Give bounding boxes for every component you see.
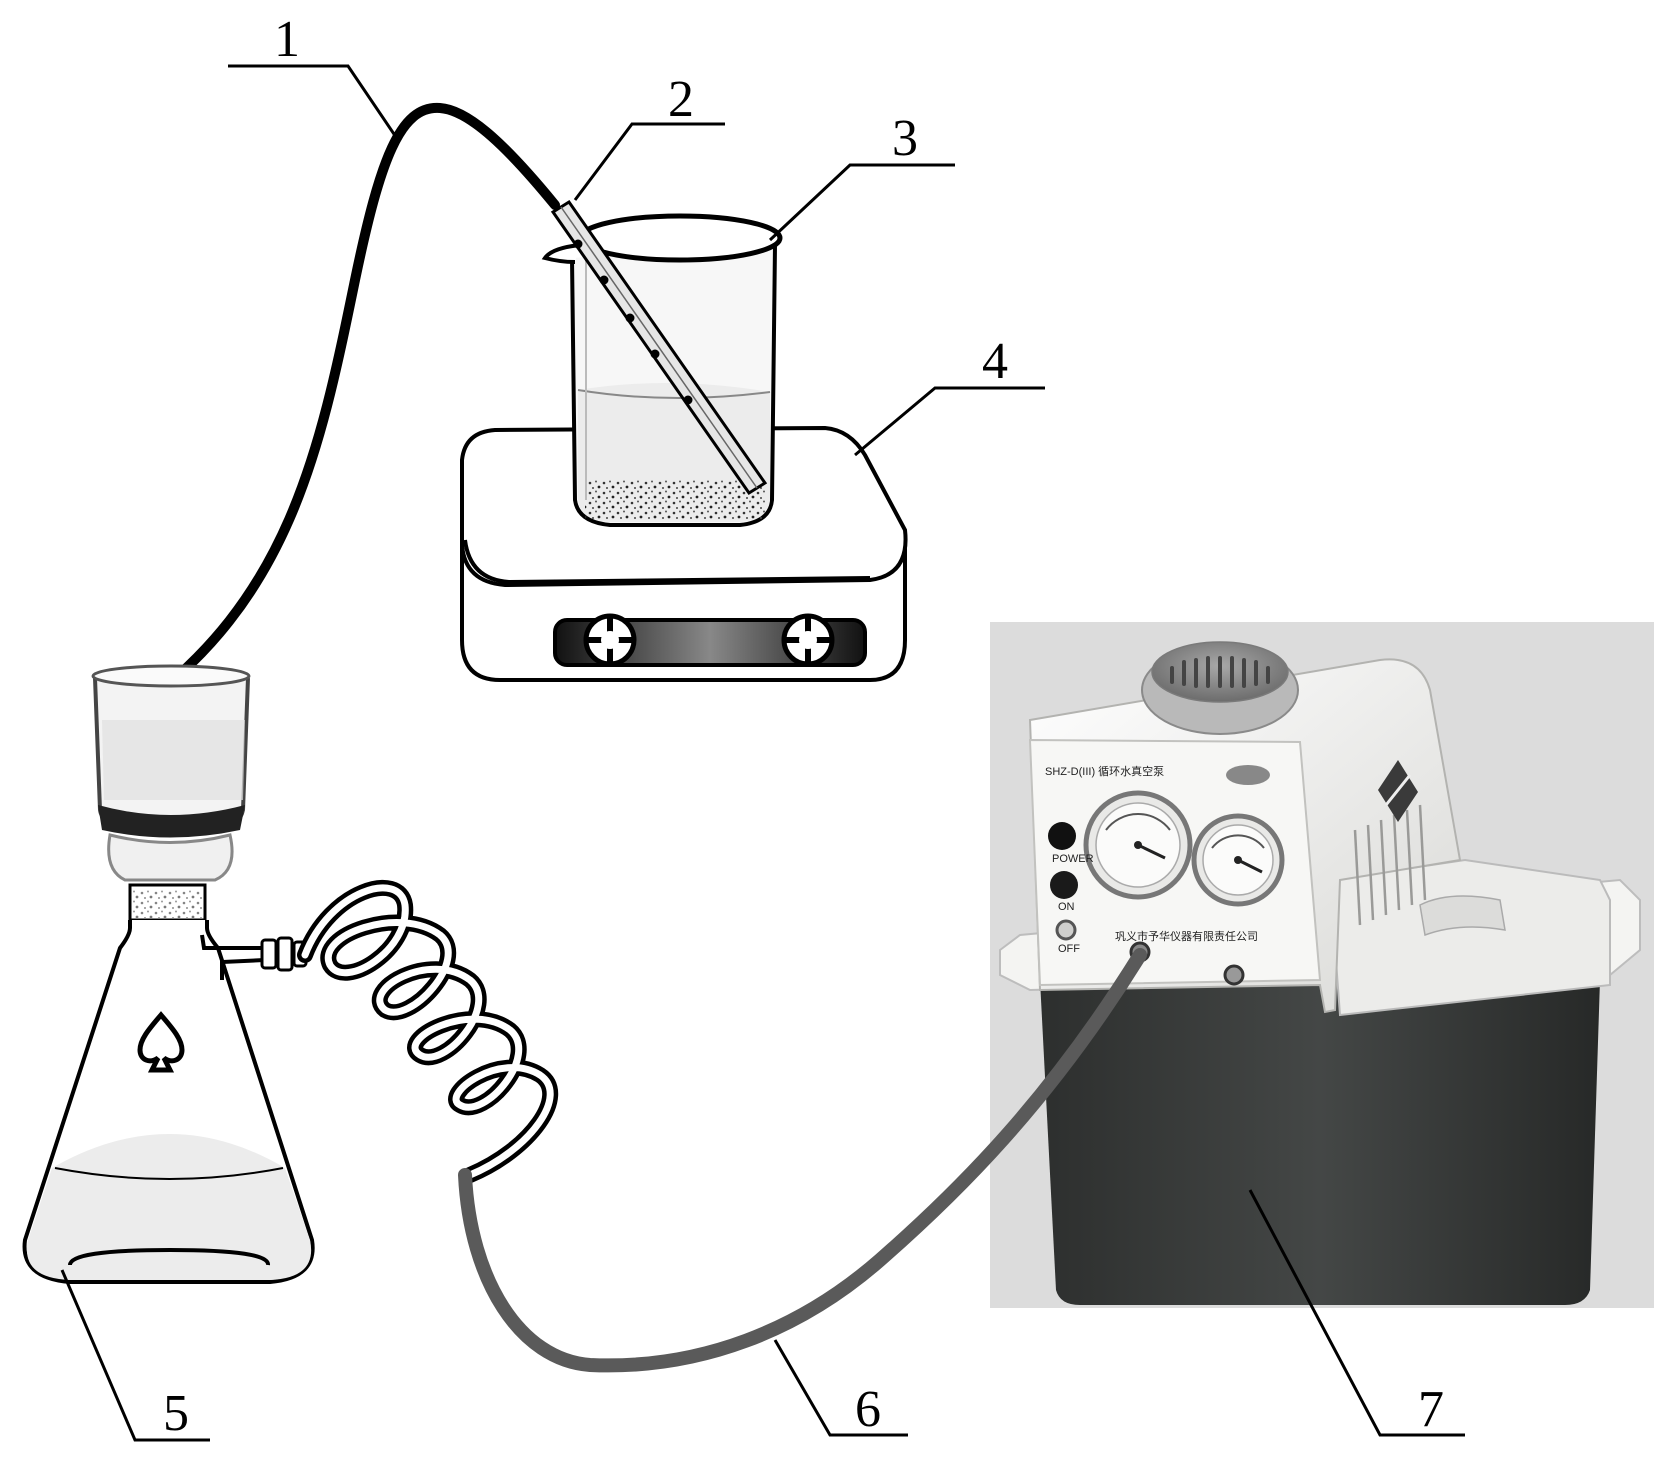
- funnel-clamp: [107, 833, 234, 882]
- on-button: [1050, 871, 1078, 899]
- leader-6: [773, 1339, 908, 1437]
- leader-4: [854, 386, 1045, 457]
- callout-2: 2: [668, 71, 694, 128]
- callout-6: 6: [855, 1381, 881, 1438]
- pump-model-text: SHZ-D(III) 循环水真空泵: [1045, 764, 1164, 778]
- beaker-rim: [577, 213, 783, 263]
- gray-vacuum-hose: [458, 948, 1147, 1373]
- pump-outlet-nozzle: [1223, 964, 1245, 986]
- power-indicator: [1048, 822, 1076, 850]
- leader-3: [768, 163, 955, 242]
- filter-membrane: [98, 805, 245, 838]
- filter-flask: [22, 920, 315, 1284]
- fan-grille: [1170, 656, 1270, 688]
- callout-1: 1: [274, 11, 300, 68]
- toggle-switch: [1055, 919, 1077, 941]
- leader-7: [1248, 1189, 1465, 1437]
- power-label: POWER: [1052, 853, 1094, 865]
- leader-5: [60, 1269, 210, 1442]
- flask-logo-icon: [137, 1011, 185, 1073]
- vacuum-gauge-left: [1083, 790, 1193, 900]
- suction-tube: [130, 102, 560, 715]
- stirrer-knob-left: [583, 613, 637, 667]
- pump-side-logo: [1378, 760, 1418, 822]
- leader-2: [573, 122, 725, 201]
- callout-labels: 1 2 3 4 5 6 7: [163, 11, 1444, 1442]
- beaker-sediment: [585, 480, 765, 520]
- coiled-tube: [297, 880, 559, 1183]
- off-label: OFF: [1058, 943, 1080, 955]
- pump-lid: [1328, 858, 1611, 1017]
- pump-side-vents: [1353, 804, 1427, 926]
- filter-probe: [550, 199, 768, 496]
- callout-4: 4: [982, 333, 1008, 390]
- callout-7: 7: [1418, 1381, 1444, 1438]
- callout-3: 3: [892, 110, 918, 167]
- flask-filtrate: [26, 1134, 312, 1280]
- stirrer-knob-right: [781, 613, 835, 667]
- on-label: ON: [1058, 901, 1075, 913]
- pump-water-tank: [1040, 980, 1600, 1305]
- leader-1: [228, 64, 400, 141]
- vacuum-gauge-right: [1191, 813, 1285, 907]
- vacuum-pump: SHZ-D(III) 循环水真空泵 巩义市予华仪器有限责任公司 POWER ON…: [990, 622, 1654, 1308]
- callout-5: 5: [163, 1385, 189, 1442]
- beaker-spout: [541, 243, 581, 264]
- pump-maker-text: 巩义市予华仪器有限责任公司: [1115, 929, 1258, 943]
- pump-brand-badge: [1226, 765, 1270, 785]
- filter-funnel: [91, 664, 251, 922]
- callout-leaders: [60, 64, 1465, 1442]
